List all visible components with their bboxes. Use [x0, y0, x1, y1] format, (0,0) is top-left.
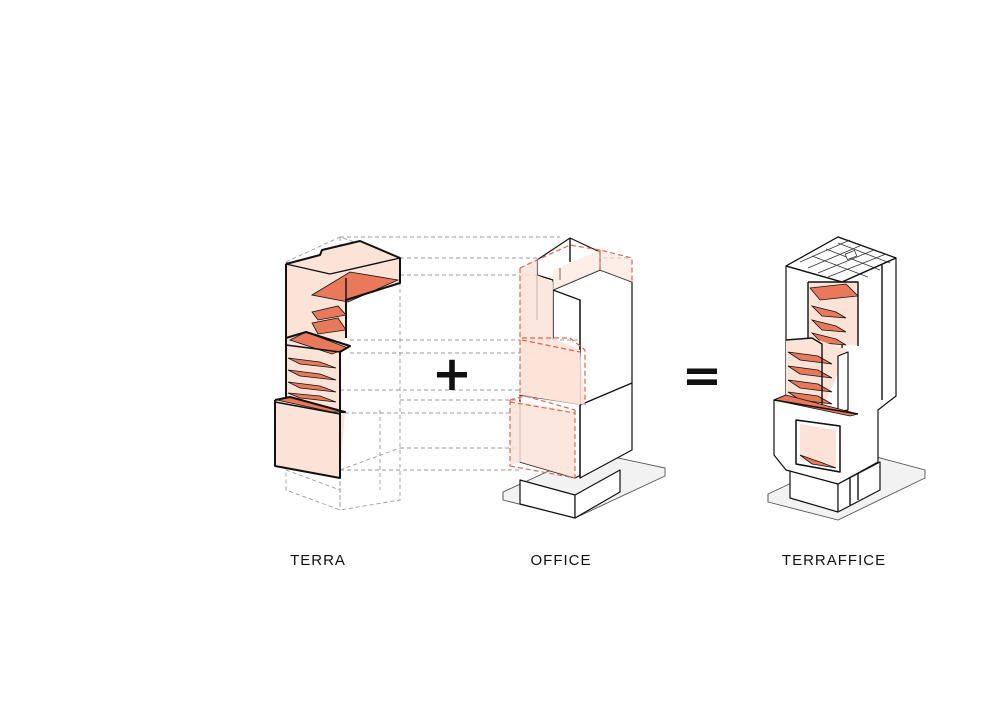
terra-lower-block [274, 396, 346, 479]
terra-middle-block [285, 331, 351, 412]
office-terra-dashed-outlines [509, 244, 633, 479]
terraffice-middle-void [785, 337, 849, 413]
equals-operator: = [681, 348, 723, 404]
terra-upper-block [285, 240, 401, 340]
terraffice-upper-void [807, 281, 859, 346]
terraffice-lower-void [772, 394, 859, 473]
office-label: OFFICE [530, 552, 592, 569]
terraffice-roof-grid [799, 239, 891, 278]
terraffice-diagram [767, 236, 926, 521]
office-terra-overlay [510, 250, 632, 478]
terra-label: TERRA [290, 552, 346, 569]
terraffice-label: TERRAFFICE [781, 552, 887, 569]
office-diagram [502, 237, 666, 519]
plus-operator: + [431, 346, 473, 402]
